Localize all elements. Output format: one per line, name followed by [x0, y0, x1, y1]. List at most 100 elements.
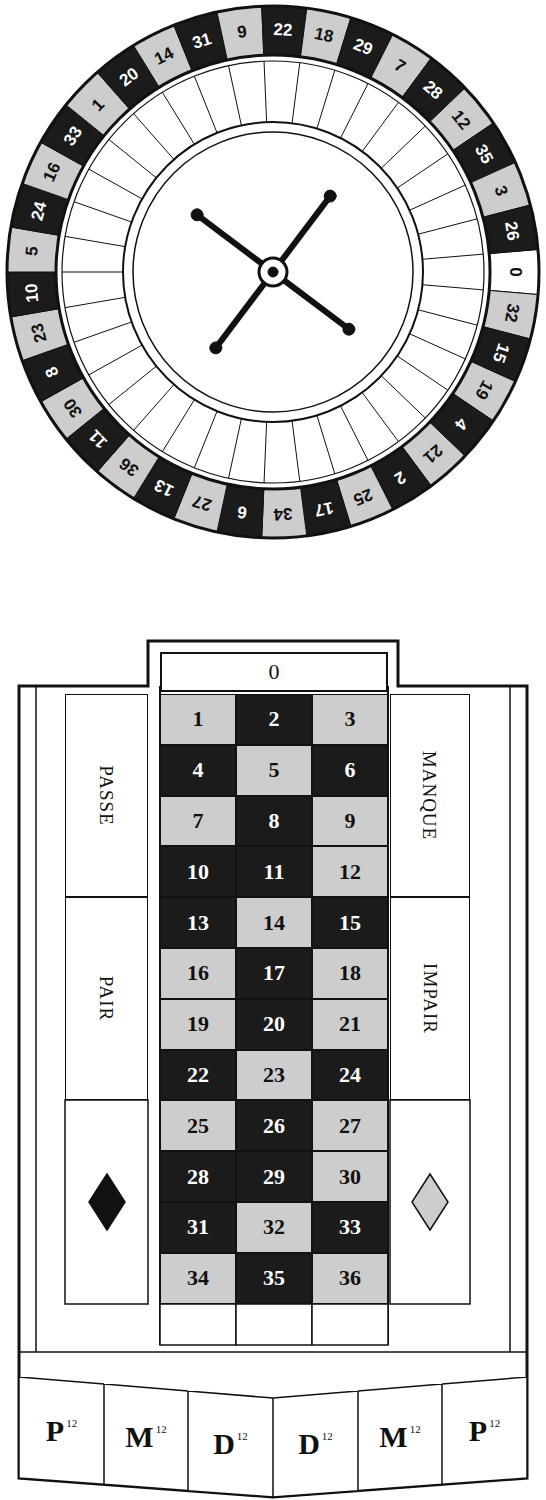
pocket-divider — [194, 411, 217, 468]
pocket-divider — [109, 139, 156, 177]
spindle-knob — [343, 323, 355, 335]
wheel-number: 34 — [273, 505, 293, 523]
dozen-box: D12 — [188, 1391, 273, 1497]
number-cell: 11 — [236, 846, 312, 897]
number-cell: 20 — [236, 999, 312, 1050]
cell-number: 12 — [339, 861, 361, 883]
wheel-number: 1 — [89, 95, 108, 114]
number-cell: 1 — [160, 694, 236, 745]
wheel-number: 14 — [152, 44, 177, 68]
cell-number: 19 — [187, 1013, 209, 1035]
pocket-divider — [74, 202, 132, 222]
pocket-divider — [341, 84, 368, 138]
dozen-label: P12 — [469, 1416, 500, 1446]
wheel-number: 24 — [28, 200, 49, 223]
wheel-number: 3 — [492, 184, 511, 199]
wheel-number: 20 — [116, 65, 141, 90]
cell-number: 2 — [269, 708, 280, 730]
number-cell: 21 — [312, 999, 388, 1050]
cell-number: 32 — [263, 1216, 285, 1238]
cell-number: 33 — [339, 1216, 361, 1238]
wheel-ground — [7, 6, 539, 538]
cell-number: 6 — [345, 759, 356, 781]
pocket-divider — [65, 236, 125, 246]
number-cell: 16 — [160, 948, 236, 999]
dozen-box: M12 — [358, 1384, 442, 1491]
number-cell: 3 — [312, 694, 388, 745]
cell-number: 18 — [339, 962, 361, 984]
dozen-count: 12 — [322, 1430, 333, 1442]
wheel-number: 12 — [449, 107, 474, 132]
pocket-divider — [317, 415, 335, 473]
table-line — [35, 686, 37, 1352]
red-diamond — [412, 1174, 448, 1230]
dozen-shape — [358, 1384, 442, 1491]
cell-number: 4 — [193, 759, 204, 781]
wheel-number: 26 — [502, 220, 522, 242]
bet-name: PAIR — [97, 976, 116, 1022]
cell-number: 35 — [263, 1267, 285, 1289]
pocket-divider — [410, 185, 466, 210]
wheel-rim — [7, 6, 539, 538]
pocket-divider — [422, 254, 483, 259]
pocket-ring-edge — [62, 61, 484, 483]
number-cell: 27 — [312, 1100, 388, 1151]
cell-number: 1 — [193, 708, 204, 730]
cell-number: 5 — [269, 759, 280, 781]
cell-number: 11 — [264, 861, 285, 883]
number-cell: 18 — [312, 948, 388, 999]
number-cell: 26 — [236, 1100, 312, 1151]
pocket-divider — [134, 385, 174, 431]
cone-inner-edge — [133, 132, 413, 412]
even-money-box: PAIR — [65, 897, 148, 1100]
wheel-number: 28 — [420, 78, 445, 103]
wheel-pocket — [483, 205, 538, 254]
dozen-count: 12 — [410, 1423, 421, 1435]
wheel-number: 4 — [452, 415, 471, 433]
pocket-divider — [381, 126, 425, 168]
pocket-divider — [422, 285, 483, 290]
cell-number: 22 — [187, 1064, 209, 1086]
wheel-number: 19 — [472, 378, 496, 403]
dozen-shape — [273, 1391, 358, 1497]
number-cell: 28 — [160, 1151, 236, 1202]
number-cell: 8 — [236, 796, 312, 847]
cell-number: 23 — [263, 1064, 285, 1086]
number-cell: 14 — [236, 897, 312, 948]
dozen-box: P12 — [442, 1377, 527, 1484]
dozen-letter: D — [298, 1427, 320, 1460]
dozen-letter: M — [125, 1420, 153, 1453]
wheel-number: 21 — [420, 441, 445, 466]
column-bet-cell — [312, 1304, 388, 1345]
dozen-count: 12 — [489, 1417, 500, 1429]
even-money-box: PASSE — [65, 694, 148, 897]
wheel-number: 7 — [391, 56, 408, 75]
dozen-letter: P — [469, 1414, 487, 1447]
pocket-divider — [264, 61, 267, 122]
dozen-letter: M — [379, 1420, 407, 1453]
wheel-number: 10 — [23, 282, 42, 302]
table-frame — [19, 641, 527, 1497]
number-cell: 36 — [312, 1253, 388, 1304]
pocket-divider — [162, 92, 194, 144]
cell-number: 7 — [193, 810, 204, 832]
wheel-number: 5 — [23, 246, 41, 257]
number-cell: 19 — [160, 999, 236, 1050]
pocket-divider — [264, 422, 267, 483]
cell-number: 8 — [269, 810, 280, 832]
zero-box: 0 — [160, 652, 388, 692]
spindle-knob — [324, 190, 336, 202]
dozen-label: P12 — [46, 1416, 77, 1446]
pocket-divider — [65, 297, 125, 307]
pocket-divider — [410, 334, 466, 359]
spindle-hub — [259, 258, 287, 286]
pocket-divider — [292, 421, 300, 482]
cell-number: 20 — [263, 1013, 285, 1035]
cell-number: 21 — [339, 1013, 361, 1035]
colour-bet-box — [390, 1100, 470, 1304]
number-cell: 34 — [160, 1253, 236, 1304]
cell-number: 36 — [339, 1267, 361, 1289]
dozen-count: 12 — [156, 1423, 167, 1435]
cone-edge — [123, 122, 423, 422]
